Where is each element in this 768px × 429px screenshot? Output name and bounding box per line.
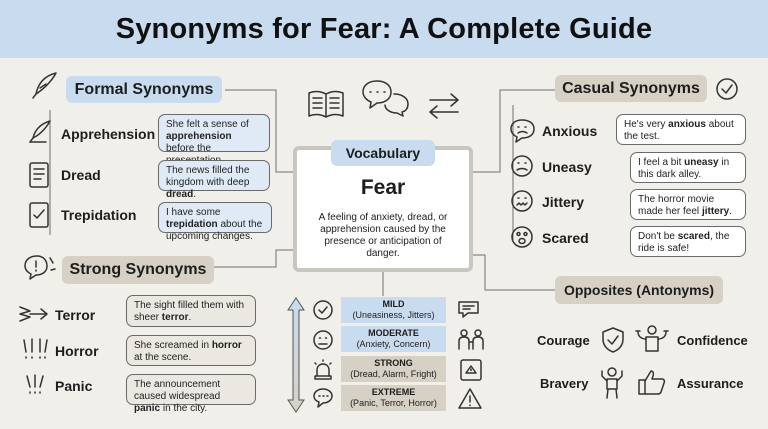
flexing-person-icon: [601, 367, 623, 399]
warning-triangle-icon: [458, 388, 482, 409]
shield-icon: [602, 327, 624, 353]
quill-pen-icon: [32, 72, 57, 99]
intensity-level-moderate: MODERATE(Anxiety, Concern): [341, 326, 446, 352]
opposite-confidence: Confidence: [677, 333, 748, 348]
intensity-level-extreme: EXTREME(Panic, Terror, Horror): [341, 385, 446, 411]
frame-alarm-icon: [460, 359, 482, 381]
opposites-heading: Opposites (Antonyms): [555, 276, 723, 304]
center-word: Fear: [360, 176, 406, 199]
swap-arrows-icon: [429, 93, 459, 119]
opposite-bravery: Bravery: [540, 376, 589, 391]
checklist-icon: [29, 202, 49, 228]
vocabulary-tag: Vocabulary: [331, 140, 435, 166]
scared-face-icon: [511, 226, 533, 248]
formal-word-dread: Dread: [61, 167, 101, 183]
quill-icon: [29, 120, 51, 143]
center-definition: A feeling of anxiety, dread, or apprehen…: [318, 212, 448, 259]
strong-example-terror: The sight filled them with sheer terror.: [126, 295, 256, 327]
casual-synonyms-heading: Casual Synonyms: [555, 75, 707, 102]
casual-word-jittery: Jittery: [542, 194, 585, 210]
casual-example-uneasy: I feel a bit uneasy in this dark alley.: [630, 152, 746, 183]
mild-chat-icon: [458, 301, 479, 318]
formal-example-dread: The news filled the kingdom with deep dr…: [158, 160, 270, 200]
title-banner: Synonyms for Fear: A Complete Guide: [0, 0, 768, 58]
thumbs-up-icon: [638, 370, 666, 395]
casual-example-jittery: The horror movie made her feel jittery.: [630, 189, 746, 220]
casual-word-anxious: Anxious: [542, 123, 598, 139]
strong-example-panic: The announcement caused widespread panic…: [126, 374, 256, 414]
scroll-icon: [29, 162, 49, 188]
intensity-arrow-icon: [287, 297, 305, 413]
casual-word-uneasy: Uneasy: [542, 159, 592, 175]
alarm-light-icon: [314, 359, 332, 380]
opposite-courage: Courage: [537, 333, 590, 348]
strong-word-panic: Panic: [55, 378, 93, 394]
strong-synonyms-heading: Strong Synonyms: [62, 256, 214, 284]
opposite-assurance: Assurance: [677, 376, 744, 391]
shocked-chat-icon: [24, 255, 56, 280]
worried-chat-icon: [510, 119, 535, 143]
casual-example-scared: Don't be scared, the ride is safe!: [630, 226, 746, 257]
moderate-face-icon: [313, 330, 333, 350]
people-concern-icon: [458, 329, 484, 350]
panic-chat-icon: [313, 388, 333, 408]
formal-example-trepidation: I have some trepidation about the upcomi…: [158, 202, 272, 242]
double-exclamation-icon: [23, 338, 48, 359]
formal-word-apprehension: Apprehension: [61, 126, 156, 142]
strong-person-icon: [635, 325, 669, 352]
casual-word-scared: Scared: [542, 230, 589, 246]
casual-example-anxious: He's very anxious about the test.: [616, 114, 746, 145]
formal-synonyms-heading: Formal Synonyms: [66, 76, 222, 103]
formal-word-trepidation: Trepidation: [61, 207, 137, 223]
strong-word-horror: Horror: [55, 343, 99, 359]
exclamation-icon: [26, 374, 44, 394]
intensity-level-mild: MILD(Uneasiness, Jitters): [341, 297, 446, 323]
center-card: Vocabulary Fear A feeling of anxiety, dr…: [293, 140, 473, 272]
open-book-icon: [308, 90, 344, 118]
mild-check-icon: [313, 300, 333, 320]
strong-example-horror: She screamed in horror at the scene.: [126, 335, 256, 366]
uneasy-face-icon: [511, 155, 533, 177]
formal-example-apprehension: She felt a sense of apprehension before …: [158, 114, 270, 166]
chat-bubbles-icon: [362, 80, 409, 117]
strong-word-terror: Terror: [55, 307, 96, 323]
page-title: Synonyms for Fear: A Complete Guide: [115, 12, 653, 45]
shock-lines-icon: [19, 306, 48, 322]
intensity-level-strong: STRONG(Dread, Alarm, Fright): [341, 356, 446, 382]
jittery-face-icon: [511, 190, 533, 212]
check-circle-icon: [716, 78, 738, 100]
